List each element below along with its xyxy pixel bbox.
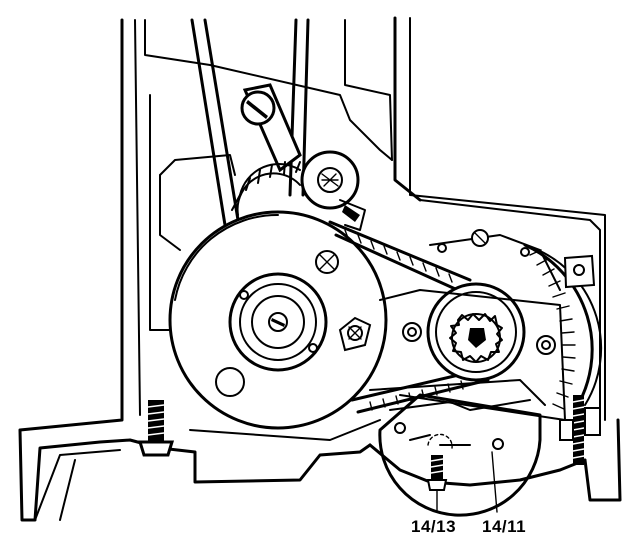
side-clip: [563, 254, 596, 289]
label-14-13: 14/13: [411, 517, 456, 536]
vertical-rods: [190, 18, 310, 227]
adjusting-screw: [426, 455, 448, 491]
housing: [18, 16, 622, 522]
lower-plate: [369, 379, 546, 517]
small-pulley: [426, 282, 526, 382]
left-base-screw: [137, 400, 175, 457]
cam-screw: [300, 150, 366, 231]
leader-lines: [436, 451, 498, 513]
large-pulley: [168, 210, 388, 430]
arc-rack: [523, 243, 603, 412]
rear-bracket: [379, 229, 566, 421]
upper-lever: [240, 83, 302, 173]
right-base-screw: [559, 395, 601, 465]
gear-sector: [231, 161, 301, 216]
label-14-11: 14/11: [482, 517, 526, 536]
